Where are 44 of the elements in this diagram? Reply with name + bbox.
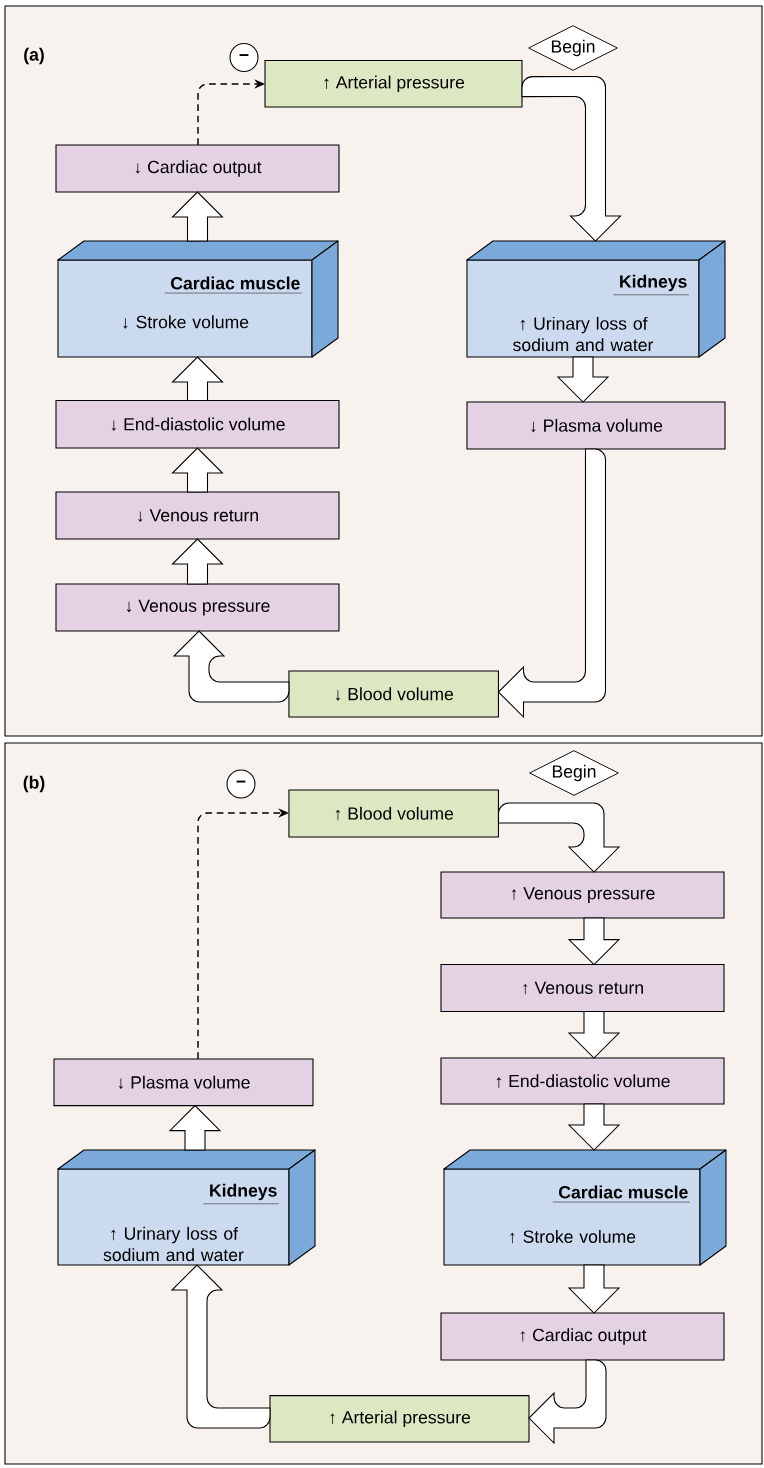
block-arrow (497, 448, 607, 718)
block-box (57, 1149, 316, 1266)
block-arrow (171, 447, 224, 493)
block-arrow (171, 538, 224, 585)
process-box: ↑ Venous return (440, 964, 725, 1012)
box-text: ↑ Stroke volume (510, 1229, 636, 1244)
box-text: ↑ Urinary loss of sodium and water (103, 1226, 244, 1262)
block-arrow (521, 76, 622, 242)
process-box: ↓ Cardiac output (55, 144, 340, 193)
box-text: ↑ Urinary loss of sodium and water (513, 316, 654, 352)
process-box: ↓ Venous pressure (55, 583, 340, 632)
block-arrow (171, 356, 224, 401)
box-heading: Cardiac muscle (164, 276, 303, 294)
process-box: ↓ End-diastolic volume (55, 399, 340, 449)
block-arrow (171, 191, 224, 242)
block-arrow (171, 1264, 271, 1429)
box-heading: Cardiac muscle (552, 1185, 691, 1203)
box-heading: Kidneys (612, 274, 690, 296)
box-heading: Kidneys (202, 1183, 280, 1205)
block-arrow (567, 1264, 621, 1314)
process-box: ↑ Arterial pressure (269, 1395, 530, 1443)
block-arrow (567, 1103, 621, 1151)
block-arrow (556, 356, 610, 403)
block-arrow (173, 630, 290, 703)
process-box: ↓ Blood volume (288, 670, 499, 718)
process-box: ↓ Plasma volume (466, 401, 726, 450)
panel-label: (a) (24, 47, 44, 65)
block-arrow (497, 802, 620, 873)
block-arrow (567, 1010, 621, 1059)
box-text: ↓ Stroke volume (123, 315, 249, 329)
process-box: ↑ Cardiac output (440, 1312, 725, 1361)
block-box (443, 1149, 727, 1266)
block-box (466, 240, 726, 358)
process-box: ↓ Plasma volume (53, 1058, 314, 1107)
process-box: ↑ Arterial pressure (264, 60, 523, 108)
process-box: ↑ Blood volume (288, 789, 499, 838)
process-box: ↓ Venous return (55, 491, 340, 540)
block-box (57, 240, 339, 358)
block-arrow (168, 1104, 222, 1151)
process-box: ↑ End-diastolic volume (440, 1057, 725, 1105)
block-arrow (567, 917, 621, 966)
block-arrow (528, 1359, 607, 1444)
panel-label: (b) (23, 775, 45, 793)
process-box: ↑ Venous pressure (440, 871, 725, 919)
